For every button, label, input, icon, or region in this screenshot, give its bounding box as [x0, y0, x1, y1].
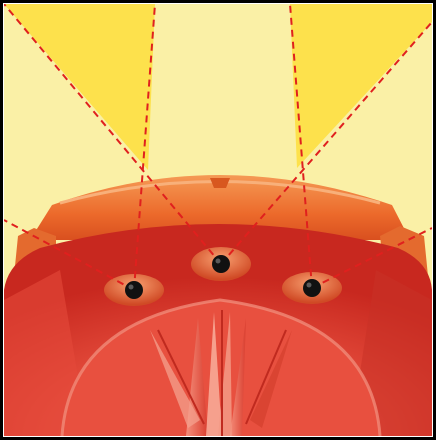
sensor-dot-icon [125, 281, 143, 299]
sensor-glint [216, 259, 221, 264]
sensor-dot-icon [212, 255, 230, 273]
sensor-glint [307, 283, 312, 288]
sensor-dot-icon [303, 279, 321, 297]
sensor-glint [129, 285, 134, 290]
